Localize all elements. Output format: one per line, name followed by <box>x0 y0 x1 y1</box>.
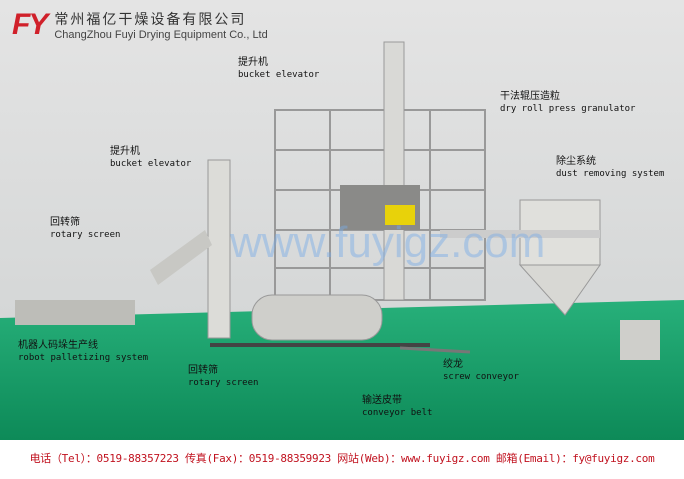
screw-conveyor <box>399 346 471 354</box>
contact-footer: 电话（Tel）：0519-88357223 传真(Fax)：0519-88359… <box>29 452 655 465</box>
bucket-elevator-tall <box>383 41 405 301</box>
palletizing-line <box>15 300 135 325</box>
logo-mark: FY <box>12 8 48 41</box>
watermark: www.fuyigz.com <box>230 218 546 267</box>
plant-illustration <box>0 0 684 440</box>
rotary-screen-left <box>150 230 212 285</box>
bucket-elevator-left <box>207 159 231 339</box>
green-floor <box>0 300 684 440</box>
company-logo: FY 常州福亿干燥设备有限公司 ChangZhou Fuyi Drying Eq… <box>12 8 268 42</box>
company-name-cn: 常州福亿干燥设备有限公司 <box>54 12 247 28</box>
rotary-screen-bottom <box>251 294 383 341</box>
company-name-en: ChangZhou Fuyi Drying Equipment Co., Ltd <box>54 29 268 41</box>
dust-collector <box>440 199 660 360</box>
